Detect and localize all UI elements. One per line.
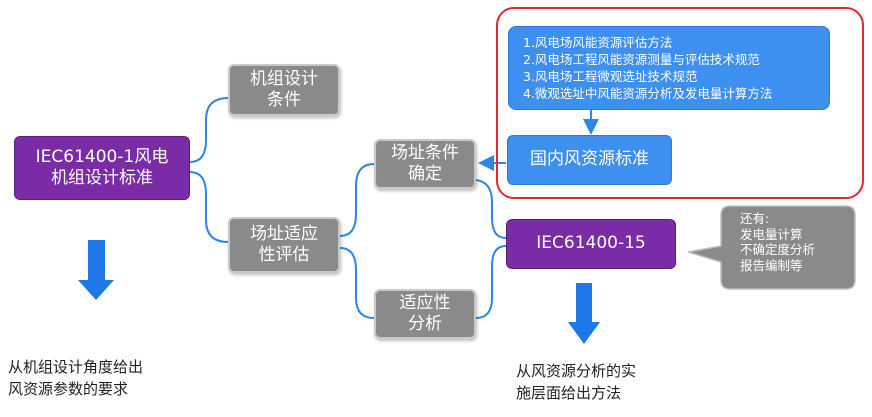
node-iec61400-15: IEC61400-15 [506, 219, 676, 269]
node-unit-design-conditions: 机组设计 条件 [228, 64, 340, 116]
connector-siteeval-to-fit [339, 247, 375, 319]
down-arrow-right [568, 283, 600, 344]
standard-item-1: 1.风电场风能资源评估方法 [523, 35, 673, 50]
connector-iec-to-site-eval [189, 171, 229, 243]
caption-left: 从机组设计角度给出 风资源参数的要求 [8, 358, 144, 398]
node-site-suitability-eval: 场址适应 性评估 [228, 217, 340, 273]
domestic-standards-list: 1.风电场风能资源评估方法 2.风电场工程风能资源测量与评估技术规范 3.风电场… [508, 26, 830, 110]
connector-iec-to-unit [189, 97, 229, 163]
domestic-standards-highlight-frame [496, 7, 864, 199]
node-site-conditions: 场址条件 确定 [374, 139, 476, 189]
connector-iec15-to-conditions [475, 179, 507, 239]
callout-bubble [687, 205, 856, 290]
node-suitability-analysis: 适应性 分析 [374, 289, 476, 339]
standard-item-2: 2.风电场工程风能资源测量与评估技术规范 [523, 52, 760, 67]
callout-text: 还有: 发电量计算 不确定度分析 报告编制等 [740, 211, 816, 273]
connector-iec15-to-fit [475, 245, 507, 319]
caption-right: 从风资源分析的实 施层面给出方法 [516, 362, 637, 402]
down-arrow-left [78, 240, 114, 300]
node-domestic-wind-standards: 国内风资源标准 [507, 135, 672, 185]
node-iec61400-1: IEC61400-1风电 机组设计标准 [14, 136, 190, 200]
connector-siteeval-to-conditions [339, 163, 375, 237]
standard-item-3: 3.风电场工程微观选址技术规范 [523, 69, 698, 84]
standard-item-4: 4.微观选址中风能资源分析及发电量计算方法 [523, 86, 773, 101]
